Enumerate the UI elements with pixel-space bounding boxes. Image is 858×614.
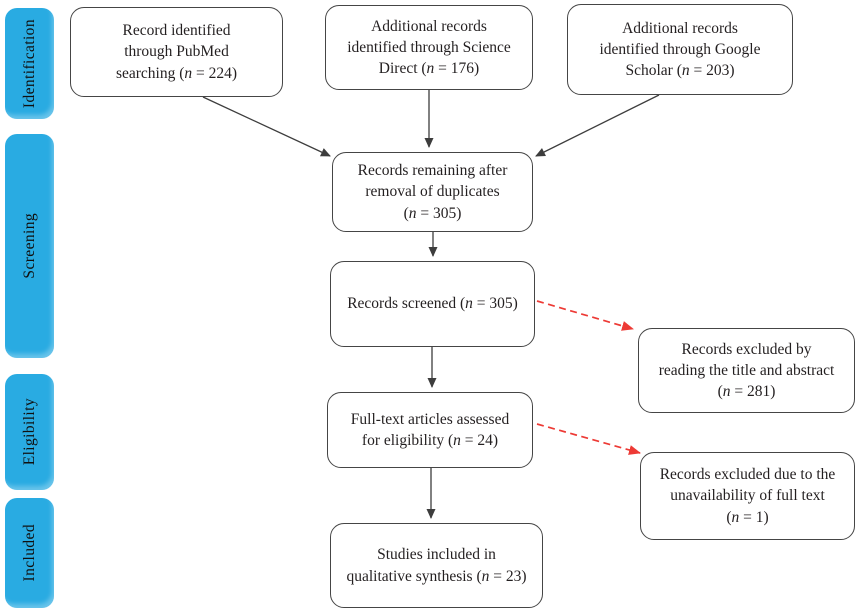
stage-label: Screening bbox=[20, 213, 38, 279]
arrow-fulltext-to-excluded bbox=[536, 423, 641, 455]
stage-tab-eligibility: Eligibility bbox=[5, 374, 54, 490]
stage-tab-identification: Identification bbox=[5, 8, 54, 119]
box-records-screened: Records screened (n = 305) bbox=[330, 261, 535, 347]
stage-label: Identification bbox=[20, 18, 38, 109]
stage-tab-included: Included bbox=[5, 498, 54, 608]
stage-label: Eligibility bbox=[20, 398, 38, 466]
arrow-google-to-duplicates bbox=[535, 94, 660, 157]
arrow-pubmed-to-duplicates bbox=[202, 96, 331, 157]
stage-tab-screening: Screening bbox=[5, 134, 54, 358]
stage-label: Included bbox=[20, 524, 38, 582]
arrow-screened-to-excluded bbox=[536, 300, 634, 331]
box-text: Records screened (n = 305) bbox=[347, 295, 518, 313]
